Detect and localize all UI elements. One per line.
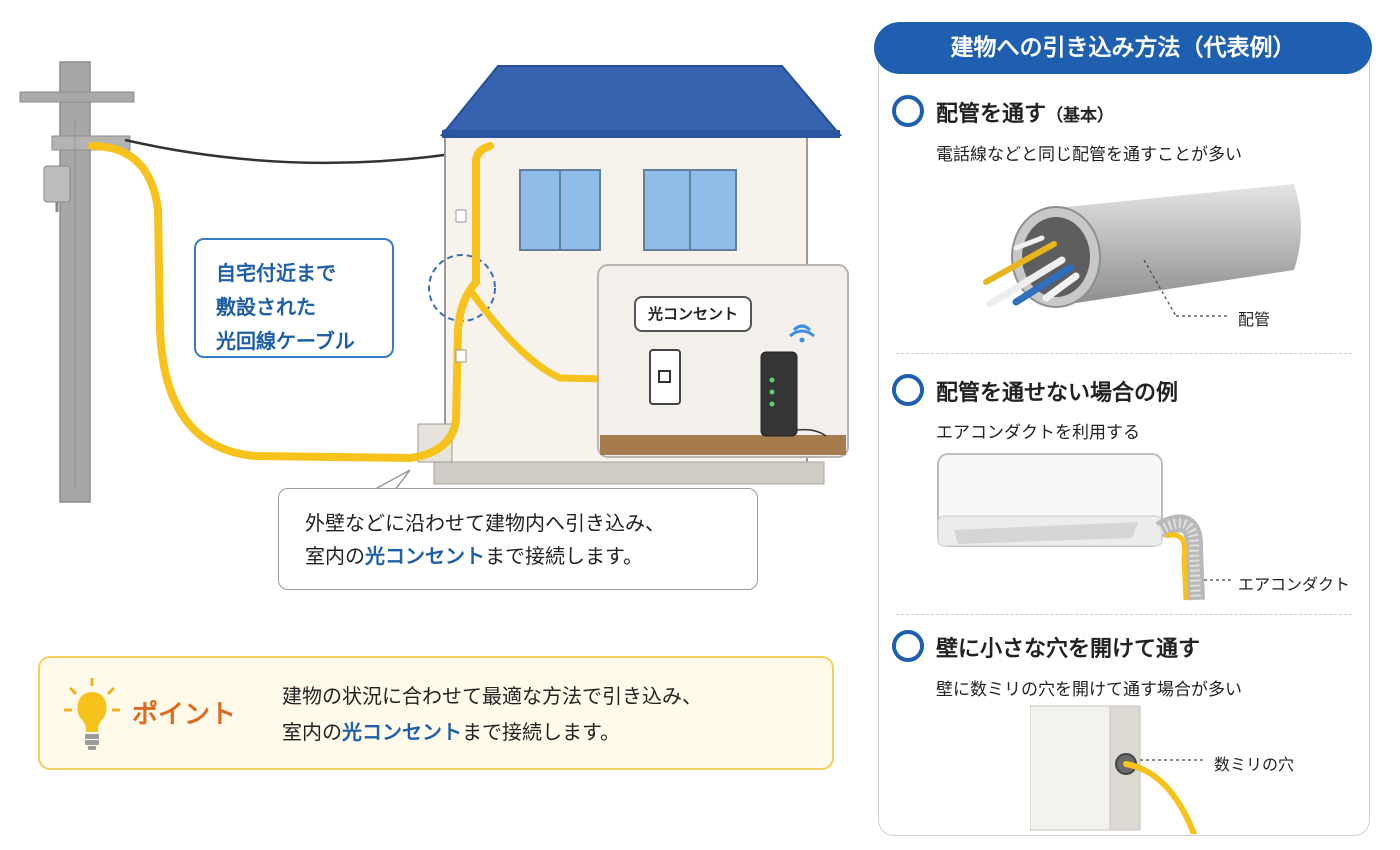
wall-callout: 外壁などに沿わせて建物内へ引き込み、 室内の光コンセントまで接続します。 [278, 488, 758, 590]
section-divider [896, 353, 1352, 354]
optical-outlet-label: 光コンセント [634, 296, 752, 332]
section-2-title: 配管を通せない場合の例 [936, 381, 1179, 406]
section-1-title: 配管を通す（基本） [936, 96, 1114, 128]
point-line-2-highlight: 光コンセント [342, 720, 462, 744]
wall-hole-label: 数ミリの穴 [1214, 755, 1295, 774]
cable-callout-line-3: 光回線ケーブル [216, 329, 355, 353]
wifi-icon [789, 329, 815, 338]
optical-outlet-icon [649, 349, 681, 405]
section-1-title-sub: （基本） [1046, 106, 1115, 126]
point-line-1: 建物の状況に合わせて最適な方法で引き込み、 [282, 684, 702, 708]
cable-callout-line-1: 自宅付近まで [216, 261, 336, 285]
air-duct-label: エアコンダクト [1238, 575, 1351, 594]
section-1-title-main: 配管を通す [936, 102, 1047, 127]
conduit-pipe-icon [983, 184, 1301, 317]
cable-callout: 自宅付近まで 敷設された 光回線ケーブル [194, 238, 394, 358]
conduit-label: 配管 [1238, 310, 1271, 329]
wall-callout-prefix: 室内の [305, 544, 365, 568]
router-icon [760, 351, 798, 437]
point-box [38, 656, 834, 770]
point-line-2-prefix: 室内の [282, 720, 342, 744]
section-marker-icon [892, 374, 924, 406]
drop-wire [124, 138, 479, 165]
point-line-2: 室内の光コンセントまで接続します。 [282, 714, 702, 750]
wall-callout-line-1: 外壁などに沿わせて建物内へ引き込み、 [305, 511, 665, 535]
fiber-cable-indoor [466, 286, 650, 384]
fiber-cable [88, 142, 494, 463]
wall-callout-highlight: 光コンセント [365, 544, 485, 568]
room-inset [597, 264, 849, 458]
air-conditioner-icon [937, 453, 1234, 601]
lightbulb-icon [64, 678, 120, 750]
wall-hole-icon [1030, 705, 1206, 834]
section-3-desc: 壁に数ミリの穴を開けて通す場合が多い [936, 680, 1242, 700]
section-marker-icon [892, 630, 924, 662]
utility-pole-icon [19, 61, 135, 503]
methods-panel-header: 建物への引き込み方法（代表例） [874, 22, 1372, 74]
wall-callout-suffix: まで接続します。 [485, 544, 643, 568]
methods-panel [878, 48, 1370, 836]
section-1-desc: 電話線などと同じ配管を通すことが多い [936, 145, 1242, 165]
point-text: 建物の状況に合わせて最適な方法で引き込み、 室内の光コンセントまで接続します。 [282, 678, 702, 750]
section-marker-icon [892, 95, 924, 127]
wall-callout-line-2: 室内の光コンセントまで接続します。 [305, 540, 731, 573]
cable-callout-line-2: 敷設された [216, 295, 316, 319]
section-3-title: 壁に小さな穴を開けて通す [936, 637, 1201, 662]
point-label: ポイント [132, 700, 237, 730]
point-line-2-suffix: まで接続します。 [462, 720, 620, 744]
section-divider [896, 614, 1352, 615]
section-2-desc: エアコンダクトを利用する [936, 423, 1140, 443]
